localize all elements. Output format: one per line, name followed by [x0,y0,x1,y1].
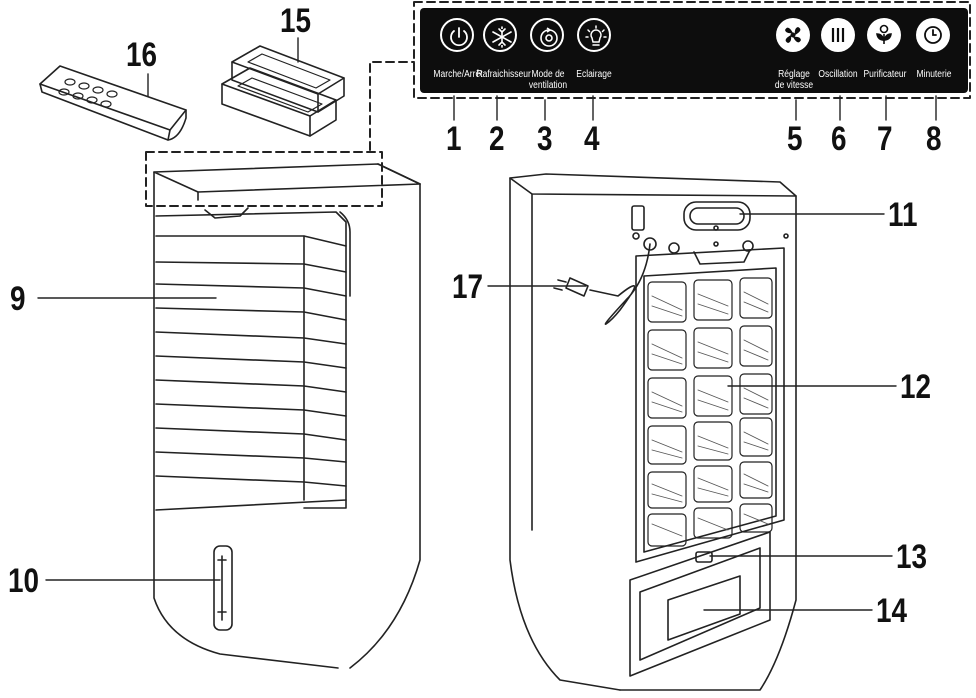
callout-7: 7 [877,120,893,158]
oscillation-icon[interactable] [821,18,855,52]
label-eclairage: Eclairage [576,69,612,80]
light-bulb-icon[interactable] [577,18,611,52]
remote-buttons [58,78,118,108]
callout-9: 9 [10,280,26,318]
timer-icon[interactable] [916,18,950,52]
callout-2: 2 [489,120,505,158]
control-panel: Marche/Arrêt Rafraichisseur Mode de vent… [420,8,968,93]
snowflake-icon[interactable] [483,18,517,52]
callout-4: 4 [584,120,600,158]
callout-14: 14 [876,592,908,630]
label-minuterie: Minuterie [916,69,952,80]
label-purificateur: Purificateur [863,69,907,80]
callout-15: 15 [280,2,312,40]
label-oscillation: Oscillation [818,69,858,80]
callout-16: 16 [126,36,158,74]
filter-mesh [647,277,773,547]
callout-11: 11 [888,196,918,234]
label-marche-arret: Marche/Arrêt [433,69,483,80]
dashed-callouts [145,1,971,207]
callout-13: 13 [896,538,928,576]
label-reglage-vitesse-line1: Réglage [778,69,810,80]
callout-1: 1 [446,120,462,158]
purifier-icon[interactable] [867,18,901,52]
back-unit [509,173,797,691]
callout-6: 6 [831,120,847,158]
fan-speed-icon[interactable] [776,18,810,52]
label-mode-ventilation: Mode de ventilation [524,69,572,91]
callout-12: 12 [900,368,932,406]
remote-control [39,65,187,141]
power-icon[interactable] [440,18,474,52]
label-reglage-vitesse-line2: de vitesse [774,79,814,91]
leader-lines [37,37,937,611]
front-unit [153,163,421,669]
fan-mode-icon[interactable] [530,18,564,52]
callout-10: 10 [8,562,40,600]
callout-8: 8 [926,120,942,158]
label-reglage-vitesse: Réglage de vitesse [770,69,818,91]
callout-17: 17 [452,268,484,306]
ice-packs [221,45,345,137]
callout-3: 3 [537,120,553,158]
callout-5: 5 [787,120,803,158]
label-rafraichisseur: Rafraichisseur [476,69,531,80]
label-mode-ventilation-line1: Mode de [531,69,565,80]
label-mode-ventilation-line2: ventilation [528,79,568,91]
